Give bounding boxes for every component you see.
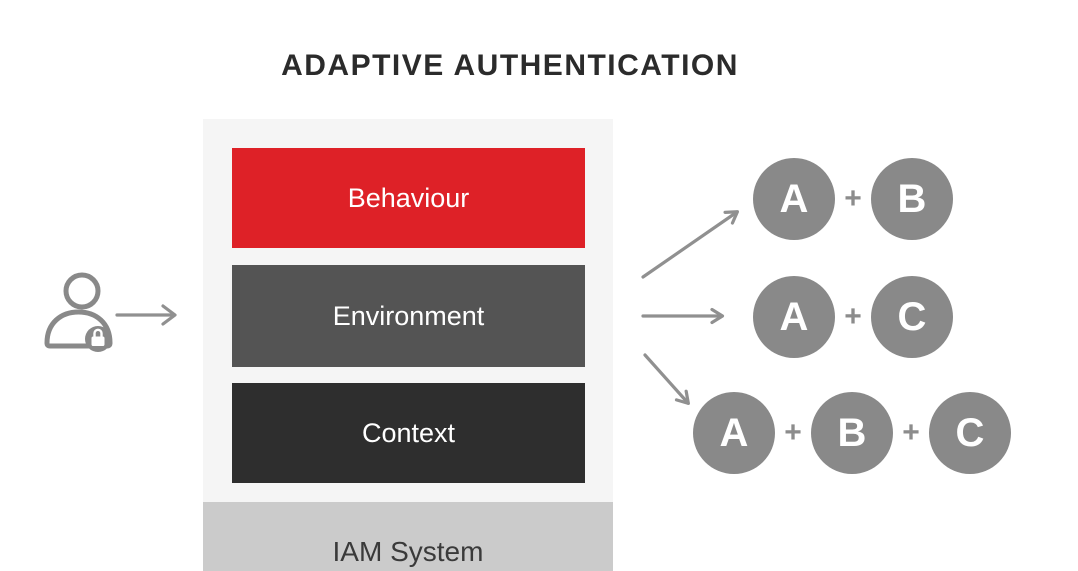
layer-environment: Environment (232, 265, 585, 367)
arrow-to-ab (641, 210, 740, 279)
iam-system-label: IAM System (332, 536, 484, 567)
plus-sign: + (784, 416, 802, 449)
plus-sign: + (844, 300, 862, 333)
layer-behaviour-label: Behaviour (347, 182, 470, 213)
combination-row-ab: A + B (753, 158, 953, 240)
factor-circle-a: A (753, 158, 835, 240)
arrow-to-abc (643, 353, 690, 405)
lock-icon (91, 328, 105, 346)
user-head (63, 272, 101, 310)
factor-stack: Behaviour Environment Context (203, 119, 613, 502)
factor-circle-c: C (871, 276, 953, 358)
layer-behaviour: Behaviour (232, 148, 585, 248)
layer-environment-label: Environment (332, 300, 485, 331)
iam-system-bar: IAM System (203, 502, 613, 571)
fan-arrows-icon (641, 210, 740, 405)
user-lock-icon (44, 272, 113, 352)
layer-context-label: Context (361, 417, 456, 448)
factor-circle-b: B (811, 392, 893, 474)
layer-context: Context (232, 383, 585, 483)
factor-circle-a: A (693, 392, 775, 474)
combination-row-ac: A + C (753, 276, 953, 358)
page-title: ADAPTIVE AUTHENTICATION (281, 49, 739, 82)
combination-row-abc: A + B + C (693, 392, 1011, 474)
arrow-right-icon (115, 304, 177, 326)
plus-sign: + (902, 416, 920, 449)
factor-circle-c: C (929, 392, 1011, 474)
factor-circle-b: B (871, 158, 953, 240)
factor-circle-a: A (753, 276, 835, 358)
plus-sign: + (844, 182, 862, 215)
